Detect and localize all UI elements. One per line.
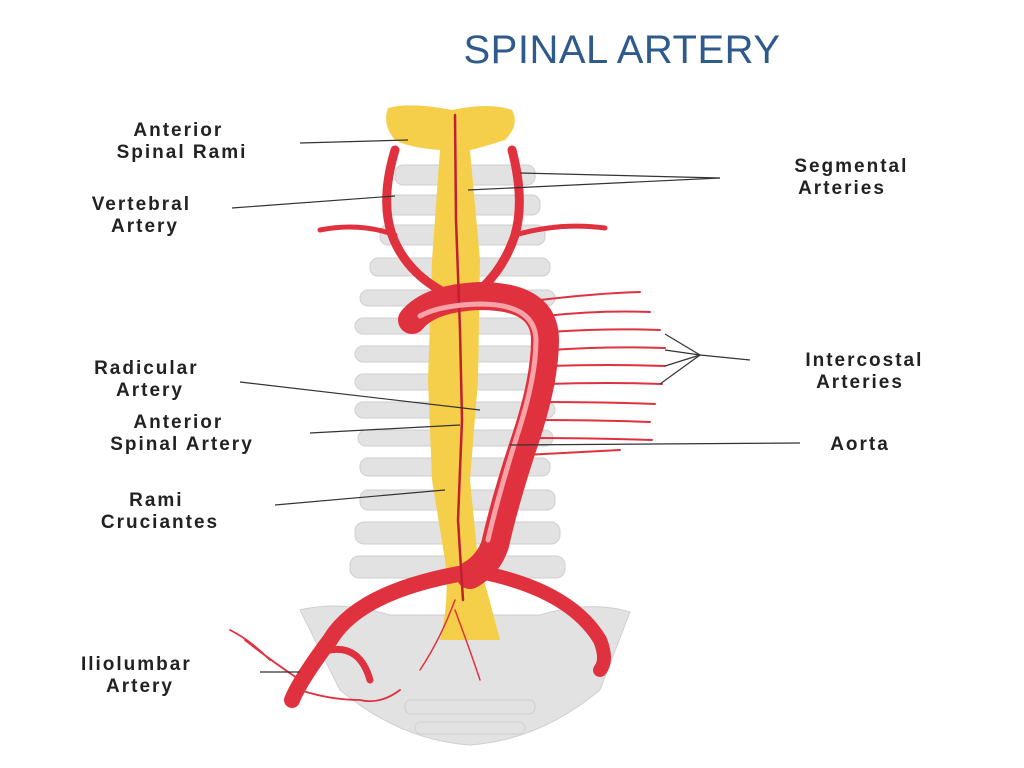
label-intercostal-arteries: Intercostal Arteries: [805, 350, 930, 393]
aorta: [398, 281, 560, 589]
label-vertebral-artery: Vertebral Artery: [92, 194, 199, 237]
leader-lines: [231, 139, 801, 673]
label-rami-cruciantes: Rami Cruciantes: [101, 490, 219, 533]
label-radicular-artery: Radicular Artery: [94, 358, 206, 401]
label-aorta: Aorta: [830, 434, 890, 455]
spinal-cord: [386, 105, 515, 640]
iliac-left: [284, 564, 478, 708]
label-anterior-spinal-rami: Anterior Spinal Rami: [117, 120, 248, 163]
label-segmental-arteries: Segmental Arteries: [794, 156, 915, 199]
aorta-highlight: [417, 301, 539, 543]
arteries: [229, 113, 666, 708]
vertebral-column: [299, 164, 631, 746]
slide-title: SPINAL ARTERY: [463, 28, 781, 72]
label-iliolumbar-artery: Iliolumbar Artery: [81, 654, 199, 697]
iliolumbar-branches: [229, 629, 401, 703]
label-anterior-spinal-artery: Anterior Spinal Artery: [110, 412, 254, 455]
anterior-spinal-artery: [453, 113, 465, 602]
iliac-right: [473, 565, 611, 677]
